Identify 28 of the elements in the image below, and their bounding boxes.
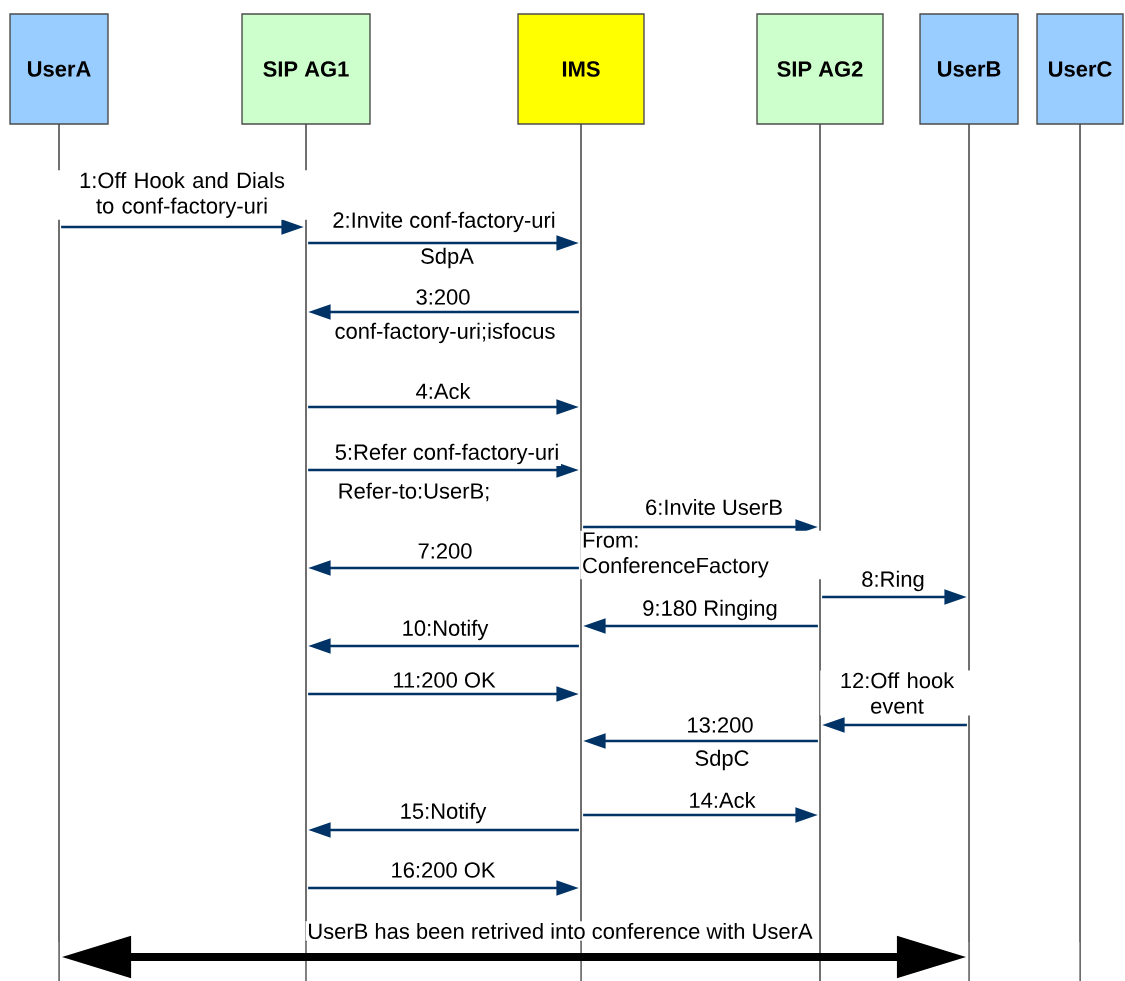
edge-label: 1:Off Hook and Dials to conf-factory-uri xyxy=(46,170,318,220)
edge-label: 8:Ring xyxy=(859,569,927,593)
message-label: SdpC xyxy=(692,748,752,772)
participant-box: UserB xyxy=(919,13,1019,125)
edge-label: 6:Invite UserB xyxy=(643,497,785,517)
edge-label: 14:Ack xyxy=(686,790,758,810)
participant-box: SIP AG2 xyxy=(756,13,884,125)
edge-label: 15:Notify xyxy=(397,801,489,825)
participant-box: IMS xyxy=(517,13,645,125)
message-label: conf-factory-uri;isfocus xyxy=(332,321,558,345)
participant-box: SIP AG1 xyxy=(241,13,371,125)
message-label: Refer-to:UserB; xyxy=(335,480,493,504)
edge-label: 2:Invite conf-factory-uri xyxy=(330,210,558,234)
edge-label: 3:200 xyxy=(413,287,473,307)
participant-box: UserC xyxy=(1036,13,1124,125)
participant-box: UserA xyxy=(9,13,109,125)
edge-label: 7:200 xyxy=(415,541,475,561)
edge-label: 5:Refer conf-factory-uri xyxy=(332,442,562,466)
message-label: From: ConferenceFactory xyxy=(580,530,824,580)
edge-label: 12:Off hook event xyxy=(820,670,974,716)
edge-label: 9:180 Ringing xyxy=(640,598,780,622)
edge-label: 11:200 OK xyxy=(390,670,498,690)
edge-label: 16:200 OK xyxy=(388,860,498,880)
edge-label: 10:Notify xyxy=(399,618,491,642)
edge-label: 4:Ack xyxy=(413,381,473,401)
edge-label: UserB has been retrived into conference with UserA xyxy=(305,921,815,941)
edge-label: 13:200 xyxy=(684,715,756,735)
message-label: SdpA xyxy=(418,246,476,270)
